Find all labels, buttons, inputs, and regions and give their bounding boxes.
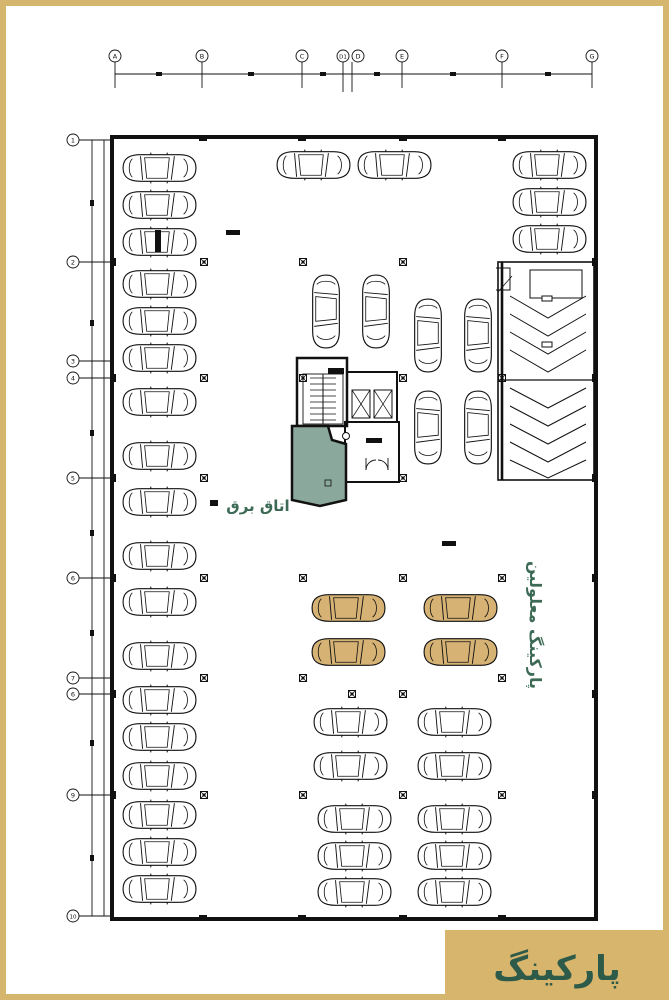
grid-label-row-9: 9 — [71, 792, 75, 800]
grid-label-row-10: 10 — [70, 915, 77, 921]
grid-label-row-8: 6 — [71, 691, 75, 699]
lower-parking-rows — [313, 706, 492, 908]
grid-label-d1: D1 — [339, 55, 347, 61]
grid-label-row-1: 1 — [71, 137, 75, 145]
grid-label-row-5: 5 — [71, 475, 75, 483]
grid-label-g: G — [589, 53, 594, 61]
grid-label-row-2: 2 — [71, 259, 75, 267]
electric-room-label: اتاق برق — [226, 497, 289, 515]
grid-label-row-6: 6 — [71, 575, 75, 583]
grid-label-e: E — [400, 53, 404, 61]
grid-label-row-4: 4 — [71, 375, 75, 383]
left-parking-row — [122, 152, 197, 905]
grid-label-row-7: 7 — [71, 675, 75, 683]
accessible-parking-spots — [311, 594, 498, 666]
grid-axis-top — [108, 49, 599, 92]
grid-axis-left — [66, 133, 112, 923]
title-box — [445, 930, 669, 1000]
accessible-parking-label: پارکینگ معلولین — [525, 561, 545, 689]
grid-label-c: C — [300, 53, 305, 61]
grid-label-f: F — [500, 53, 504, 61]
grid-label-d: D — [355, 53, 360, 61]
electric-room — [290, 424, 348, 508]
grid-label-row-3: 3 — [71, 358, 75, 366]
ramp — [496, 261, 595, 481]
grid-label-a: A — [113, 53, 118, 61]
grid-label-b: B — [200, 53, 204, 61]
page-title: پارکینگ — [493, 949, 620, 989]
building-outline — [110, 135, 598, 921]
